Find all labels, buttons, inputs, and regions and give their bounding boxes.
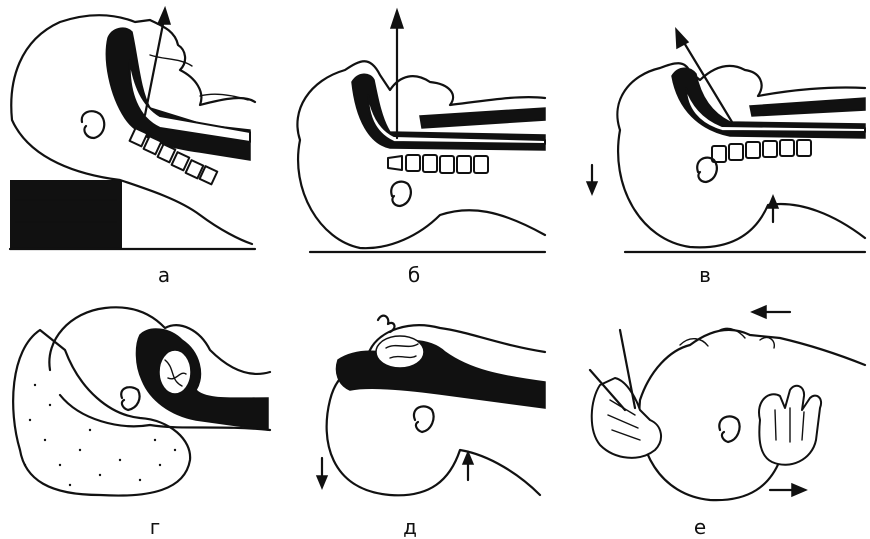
ear xyxy=(391,182,411,206)
teeth xyxy=(388,155,488,173)
panel-label: г xyxy=(135,515,175,539)
airway-tongue xyxy=(337,341,546,408)
arrow-up-small xyxy=(463,452,473,480)
panel-e-illustration xyxy=(580,290,870,520)
ear xyxy=(121,387,139,410)
arrow-left xyxy=(752,306,790,318)
panel-g-illustration xyxy=(0,290,290,520)
panel-label: д xyxy=(390,515,430,539)
arrow-up xyxy=(391,10,403,138)
panel-label: в xyxy=(685,263,725,287)
panel-v: в xyxy=(580,0,870,290)
ear xyxy=(414,406,434,432)
arrow-down xyxy=(317,458,327,488)
ear xyxy=(697,158,717,182)
arrow-right xyxy=(770,484,806,496)
panel-g: г xyxy=(0,290,290,539)
panel-a: а xyxy=(0,0,290,290)
panel-e: е xyxy=(580,290,870,539)
panel-b-illustration xyxy=(290,0,580,270)
left-hand xyxy=(592,378,661,458)
panel-label: е xyxy=(680,515,720,539)
airway-tongue xyxy=(106,28,250,160)
arrow-down xyxy=(587,165,597,194)
support-block xyxy=(10,180,122,248)
panel-label: а xyxy=(144,263,184,287)
panel-v-illustration xyxy=(580,0,870,270)
panel-d-illustration xyxy=(290,290,580,520)
panel-d: д xyxy=(290,290,580,539)
panel-a-illustration xyxy=(0,0,290,270)
panel-b: б xyxy=(290,0,580,290)
head-outline xyxy=(639,330,865,500)
ear xyxy=(719,416,739,442)
panel-label: б xyxy=(394,263,434,287)
head-outline xyxy=(297,61,545,248)
teeth xyxy=(712,140,811,162)
ear xyxy=(82,111,104,138)
arrow-up xyxy=(145,8,170,115)
arrow-up-small xyxy=(768,196,778,222)
airway-tongue xyxy=(136,329,268,430)
